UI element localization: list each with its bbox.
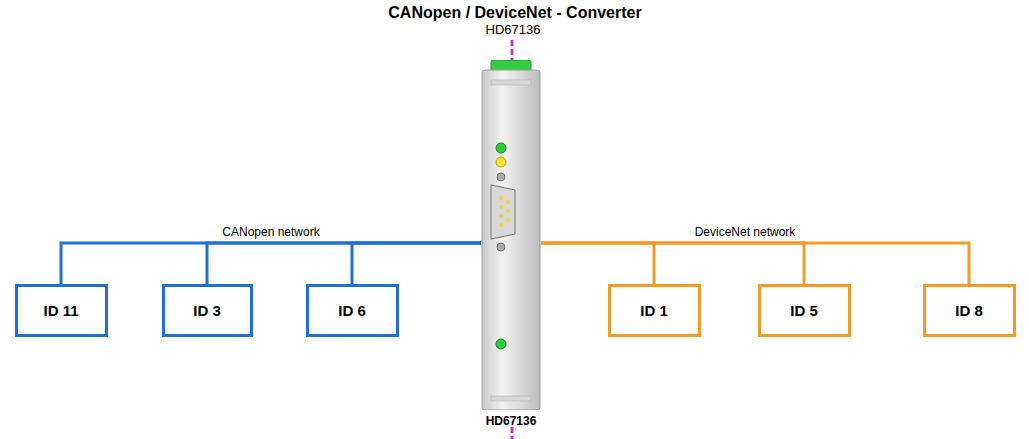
model-subtitle: HD67136 [486,22,541,37]
network-connector [207,243,481,284]
device-id: ID 8 [955,302,983,319]
device-id: ID 3 [193,302,221,319]
dashed-marker [511,427,514,439]
network-connector [541,243,654,284]
diagram-title: CANopen / DeviceNet - Converter [388,4,641,22]
network-connector [541,243,804,284]
converter-module: HD67136 [481,60,541,410]
device-id: ID 11 [43,302,78,319]
module-illustration [481,60,541,410]
model-label: HD67136 [486,414,537,428]
device-box: ID 6 [306,284,399,337]
device-box: ID 8 [923,284,1016,337]
device-id: ID 5 [790,302,818,319]
device-box: ID 3 [162,284,253,337]
device-box: ID 5 [758,284,851,337]
dashed-marker [511,40,514,60]
device-box: ID 1 [608,284,701,337]
device-id: ID 1 [640,302,668,319]
network-label: CANopen network [222,225,319,239]
network-label: DeviceNet network [695,225,796,239]
network-connector [61,243,481,284]
device-id: ID 6 [338,302,366,319]
device-box: ID 11 [15,284,108,337]
network-connector [541,243,969,284]
network-connector [352,243,481,284]
